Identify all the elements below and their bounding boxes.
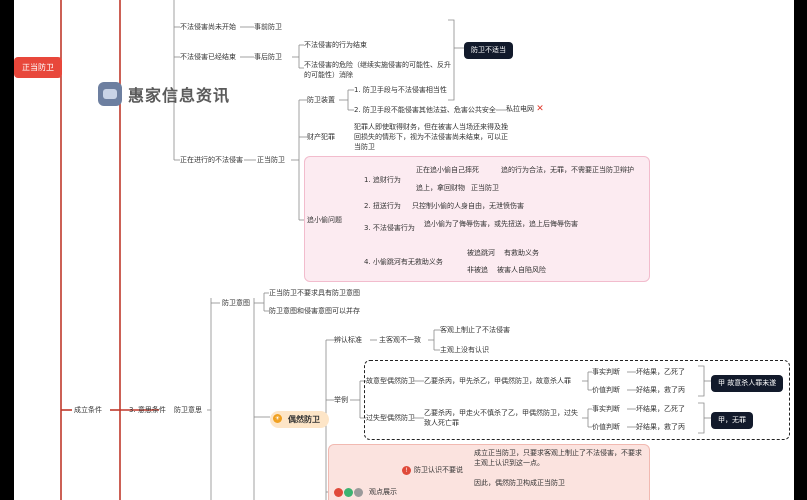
node-view-1-a[interactable]: 成立正当防卫，只要求客观上制止了不法侵害，不要求主观上认识到这一点。 — [474, 449, 642, 467]
node-obj-stop[interactable]: 客观上制止了不法侵害 — [440, 326, 510, 334]
node-subj-none[interactable]: 主观上没有认识 — [440, 346, 489, 354]
node-chase-2-result[interactable]: 只控制小偷的人身自由，无泄愤伤害 — [412, 202, 524, 210]
thief-zone — [304, 156, 650, 282]
node-ex-negligent[interactable]: 过失型偶然防卫 — [366, 414, 415, 422]
private-grid-label: 私拉电网 — [506, 105, 534, 113]
root-node[interactable]: 正当防卫 — [14, 57, 62, 78]
node-chase-4[interactable]: 4. 小偷跳河有无救助义务 — [364, 258, 443, 266]
node-device-1[interactable]: 1. 防卫手段与不法侵害相当性 — [354, 86, 447, 94]
node-fact-judge-2[interactable]: 事实判断 — [592, 405, 620, 413]
node-not-proper[interactable]: 防卫不适当 — [464, 42, 513, 59]
node-ex-negligent-desc[interactable]: 乙要杀丙，甲走火不慎杀了乙，甲偶然防卫，过失致人死亡罪 — [424, 409, 578, 427]
node-prior-defense[interactable]: 事前防卫 — [254, 23, 282, 31]
viewpoints-zone — [328, 444, 650, 500]
node-good-result-1[interactable]: 好结果，救了丙 — [636, 386, 685, 394]
node-chase-2[interactable]: 2. 扭送行为 — [364, 202, 401, 210]
cross-icon: ✕ — [536, 104, 544, 114]
node-private-grid[interactable]: 私拉电网 ✕ — [506, 104, 544, 114]
node-bad-result-1[interactable]: 坏结果，乙死了 — [636, 368, 685, 376]
watermark: 惠家信息资讯 — [98, 82, 230, 106]
node-chase-4b-result[interactable]: 被害人自陷风险 — [497, 266, 546, 274]
node-ended-danger[interactable]: 不法侵害的危险（继续实施侵害的可能性、反升的可能性）消除 — [304, 61, 451, 79]
node-verdict-2[interactable]: 甲，无罪 — [711, 412, 753, 429]
node-view-1[interactable]: 防卫认识不要说 — [414, 466, 463, 474]
node-ended[interactable]: 不法侵害已经结束 — [180, 53, 236, 61]
node-view-1-b[interactable]: 因此，偶然防卫构成正当防卫 — [474, 479, 565, 487]
node-not-started[interactable]: 不法侵害尚未开始 — [180, 23, 236, 31]
node-chase-1a-result[interactable]: 追的行为合法，无罪，不需要正当防卫辩护 — [501, 166, 634, 174]
node-intent-cond[interactable]: 3. 意思条件 — [129, 406, 166, 414]
node-proper-defense[interactable]: 正当防卫 — [257, 156, 285, 164]
status-dot-green — [344, 488, 353, 497]
node-chase-4a-result[interactable]: 有救助义务 — [504, 249, 539, 257]
node-establish[interactable]: 成立条件 — [74, 406, 102, 414]
node-chase-4a[interactable]: 被追跳河 — [467, 249, 495, 257]
node-ended-act[interactable]: 不法侵害的行为结束 — [304, 41, 367, 49]
sun-icon: ☀ — [273, 414, 282, 423]
node-ongoing[interactable]: 正在进行的不法侵害 — [180, 156, 243, 164]
node-criteria[interactable]: 辨认标准 — [334, 336, 362, 344]
node-defense-intent[interactable]: 防卫意思 — [174, 406, 202, 414]
node-value-judge-2[interactable]: 价值判断 — [592, 423, 620, 431]
node-ex-intentional[interactable]: 故意型偶然防卫 — [366, 377, 415, 385]
node-thief-issue[interactable]: 追小偷问题 — [307, 216, 342, 224]
accidental-label: 偶然防卫 — [288, 415, 320, 424]
node-ex-intentional-desc[interactable]: 乙要杀丙，甲先杀乙，甲偶然防卫，故意杀人罪 — [424, 377, 571, 385]
status-dot-red — [334, 488, 343, 497]
node-bad-result-2[interactable]: 坏结果，乙死了 — [636, 405, 685, 413]
node-viewpoints[interactable]: 观点展示 — [369, 488, 397, 496]
node-intent-b[interactable]: 防卫意图和侵害意图可以并存 — [269, 307, 360, 315]
node-device-2[interactable]: 2. 防卫手段不能侵害其他法益、危害公共安全 — [354, 106, 496, 114]
node-accidental[interactable]: 偶然防卫 — [270, 411, 329, 428]
node-property-text[interactable]: 犯罪人即使取得财务，但在被害人当场还来得及挽回损失的情形下，视为不法侵害尚未结束… — [354, 123, 508, 151]
node-chase-1a[interactable]: 正在追小偷自己摔死 — [416, 166, 479, 174]
watermark-logo-icon — [98, 82, 122, 106]
node-chase-1b-result[interactable]: 正当防卫 — [471, 184, 499, 192]
node-verdict-1[interactable]: 甲 故意杀人罪未遂 — [711, 375, 784, 392]
status-dot-gray — [354, 488, 363, 497]
node-chase-3-result[interactable]: 追小偷为了侮辱伤害，或先扭送，追上后侮辱伤害 — [424, 220, 578, 228]
node-good-result-2[interactable]: 好结果，救了丙 — [636, 423, 685, 431]
node-property-crime[interactable]: 财产犯罪 — [307, 133, 335, 141]
node-defense-intent2[interactable]: 防卫意图 — [222, 299, 250, 307]
view-number-icon: ! — [402, 466, 411, 475]
node-fact-judge-1[interactable]: 事实判断 — [592, 368, 620, 376]
node-chase-4b[interactable]: 非被追 — [467, 266, 488, 274]
node-subj-obj[interactable]: 主客观不一致 — [379, 336, 421, 344]
node-example[interactable]: 举例 — [334, 396, 348, 404]
node-chase-3[interactable]: 3. 不法侵害行为 — [364, 224, 415, 232]
mindmap-canvas: 正当防卫 惠家信息资讯 不法侵害尚未开始 事前防卫 不法侵害已经结束 事后防卫 … — [14, 0, 794, 500]
node-chase-1b[interactable]: 追上，拿回财物 — [416, 184, 465, 192]
node-intent-a[interactable]: 正当防卫不要求具有防卫意图 — [269, 289, 360, 297]
node-value-judge-1[interactable]: 价值判断 — [592, 386, 620, 394]
node-after-defense[interactable]: 事后防卫 — [254, 53, 282, 61]
watermark-text: 惠家信息资讯 — [128, 86, 231, 105]
accidental-example-frame — [364, 360, 790, 440]
node-defense-device[interactable]: 防卫装置 — [307, 96, 335, 104]
node-chase-1[interactable]: 1. 追财行为 — [364, 176, 401, 184]
